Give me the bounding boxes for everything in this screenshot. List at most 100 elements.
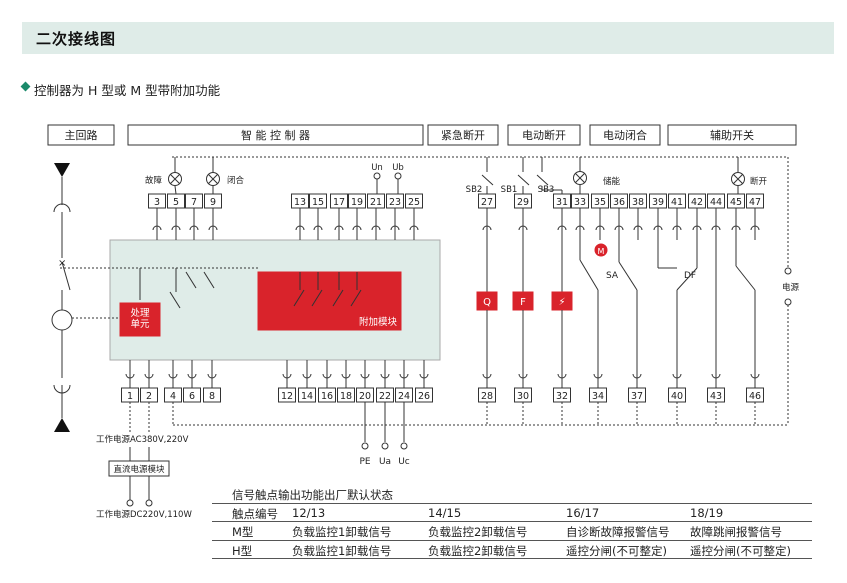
table-cell: M型: [232, 525, 254, 539]
terminal-label: 35: [594, 197, 606, 208]
open-label: 断开: [750, 176, 768, 187]
terminal-point: [381, 442, 389, 450]
ua-label: Ua: [379, 457, 391, 467]
dc-module-label: 直流电源模块: [113, 464, 165, 475]
terminal-label: 9: [210, 197, 216, 208]
terminal-label: 37: [631, 391, 643, 402]
lamp-cross: [733, 174, 743, 184]
terminal-label: 34: [592, 391, 604, 402]
terminal-box: [298, 387, 316, 403]
table-row: 触点编号 12/13 14/15 16/17 18/19: [212, 504, 812, 522]
coil-label: Q: [483, 297, 491, 308]
switch-contact: [350, 289, 362, 307]
section-label: 辅助开关: [710, 128, 754, 142]
page-title: 二次接线图: [36, 30, 117, 48]
section-box: [507, 124, 581, 146]
terminal-point: [126, 499, 134, 507]
table-row: H型 负载监控1卸载信号 负载监控2卸载信号 遥控分闸(不可整定) 遥控分闸(不…: [212, 541, 812, 559]
section-box: [667, 124, 797, 146]
sb1-label: SB1: [501, 185, 518, 195]
switch-contact: [203, 271, 215, 289]
main-switch: [61, 261, 71, 291]
section-box: [127, 124, 424, 146]
processing-label: 单元: [130, 318, 150, 330]
lamp-cross: [208, 174, 218, 184]
terminal-label: 20: [359, 391, 371, 402]
fault-label: 故障: [145, 175, 163, 186]
switch-contact: [676, 267, 698, 291]
sa-label: SA: [606, 271, 619, 281]
table-title-row: 信号触点输出功能出厂默认状态: [212, 485, 812, 504]
terminal-label: 14: [301, 391, 313, 402]
terminal-label: 15: [312, 197, 324, 208]
section-label: 电动闭合: [603, 128, 647, 142]
table-cell: 自诊断故障报警信号: [566, 525, 670, 539]
terminal-label: 36: [613, 197, 625, 208]
sb3-label: SB3: [538, 185, 555, 195]
terminal-label: 6: [189, 391, 195, 402]
terminal-label: 8: [209, 391, 215, 402]
diagram-subtitle: 控制器为 H 型或 M 型带附加功能: [34, 83, 221, 98]
contact-arc: [53, 203, 71, 213]
terminal-label: 21: [370, 197, 382, 208]
terminal-label: 23: [389, 197, 401, 208]
table-cell: 触点编号: [232, 506, 278, 521]
section-label: 智 能 控 制 器: [241, 128, 310, 142]
table-cell: H型: [232, 543, 253, 558]
terminal-box: [337, 387, 355, 403]
storage-label: 储能: [603, 176, 621, 187]
section-box: [47, 124, 115, 146]
terminal-box: [415, 387, 433, 403]
terminal-label: 7: [191, 197, 197, 208]
table-row: M型 负载监控1卸载信号 负载监控2卸载信号 自诊断故障报警信号 故障跳闸报警信…: [212, 522, 812, 541]
table-cell: 18/19: [690, 505, 724, 520]
section-label: 紧急断开: [441, 128, 485, 142]
terminal-label: 27: [481, 197, 493, 208]
section-box: [589, 124, 661, 146]
terminal-label: 46: [749, 391, 761, 402]
terminal-point: [784, 267, 792, 275]
table-cell: 12/13: [292, 505, 326, 520]
terminal-label: 2: [146, 391, 152, 402]
table-cell: 负载监控2卸载信号: [428, 525, 528, 539]
fuse-triangle-icon: [54, 163, 70, 177]
section-header: 二次接线图: [22, 22, 834, 54]
terminal-box: [203, 387, 221, 403]
current-transformer-icon: [51, 309, 73, 331]
switch-contact: [332, 289, 344, 307]
sb2-label: SB2: [466, 185, 483, 195]
switch-contact: [185, 271, 197, 289]
terminal-point: [145, 499, 153, 507]
terminal-label: 18: [340, 391, 352, 402]
switch-contact: [517, 174, 530, 186]
un-label: Un: [371, 163, 383, 173]
power-label: 电源: [782, 282, 800, 293]
switch-contact: [579, 259, 599, 291]
terminal-label: 3: [154, 197, 160, 208]
table-cell: 故障跳闸报警信号: [690, 525, 782, 539]
signal-table: 信号触点输出功能出厂默认状态 触点编号 12/13 14/15 16/17 18…: [212, 485, 812, 559]
processing-label: 处理: [130, 307, 150, 319]
section-label: 主回路: [65, 129, 98, 142]
terminal-point: [373, 172, 381, 180]
wire: [174, 185, 177, 195]
table-cell: 负载监控1卸载信号: [292, 525, 392, 539]
switch-contact: [169, 291, 181, 309]
coil-label: F: [520, 297, 526, 308]
section-label: 电动断开: [522, 128, 566, 142]
terminal-label: 41: [671, 197, 683, 208]
terminal-label: 5: [173, 197, 179, 208]
terminal-box: [318, 387, 336, 403]
dc-power-label: 工作电源DC220V,110W: [96, 509, 192, 520]
terminal-label: 45: [730, 197, 742, 208]
terminal-label: 40: [671, 391, 683, 402]
terminal-label: 47: [749, 197, 761, 208]
switch-mark: ×: [58, 258, 66, 269]
terminal-box: [278, 387, 296, 403]
terminal-label: 13: [294, 197, 306, 208]
terminal-label: 19: [351, 197, 363, 208]
terminal-label: 25: [408, 197, 420, 208]
ac-power-label: 工作电源AC380V,220V: [96, 434, 189, 445]
switch-contact: [735, 265, 756, 291]
